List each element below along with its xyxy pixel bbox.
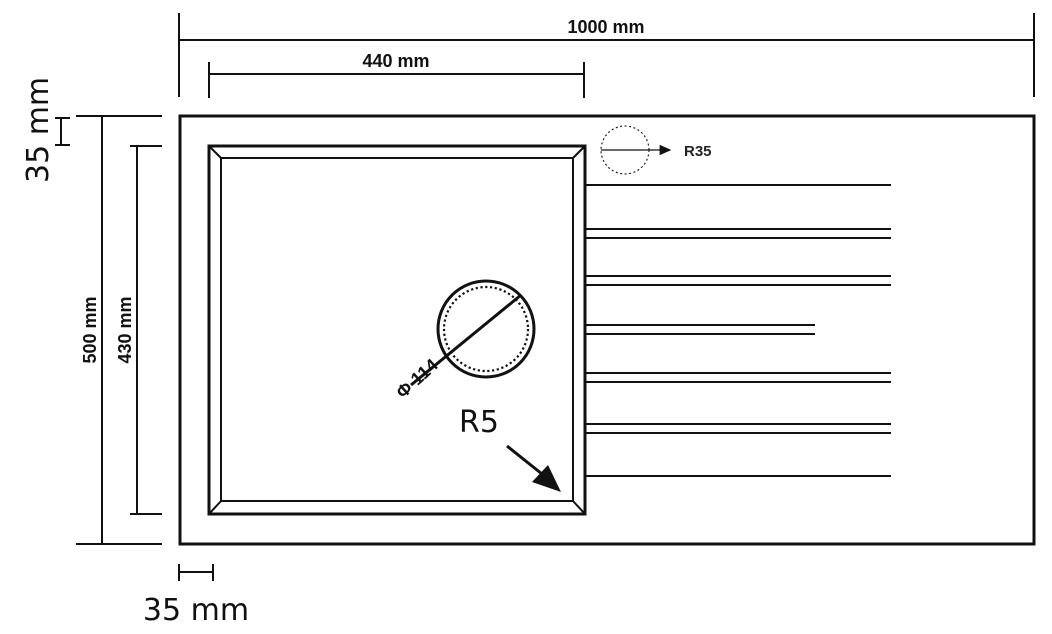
corner-radius-annotation: R5 bbox=[459, 405, 561, 492]
label-tap-radius: R35 bbox=[684, 143, 712, 160]
drainer-ribs bbox=[585, 184, 891, 477]
tap-hole: R35 bbox=[600, 125, 712, 175]
label-bowl-depth: 430 mm bbox=[115, 296, 135, 363]
label-total-width: 1000 mm bbox=[567, 17, 644, 37]
label-drain-diameter: Φ 114 bbox=[392, 355, 442, 403]
sink-bowl bbox=[207, 144, 587, 516]
label-corner-radius: R5 bbox=[459, 405, 499, 440]
dimension-bowl-depth: 430 mm bbox=[115, 145, 162, 515]
label-total-depth: 500 mm bbox=[80, 296, 100, 363]
drain: Φ 114 bbox=[392, 279, 536, 403]
arrow-icon bbox=[532, 465, 561, 492]
label-edge-top: 35 mm bbox=[21, 77, 56, 183]
dimension-bowl-width: 440 mm bbox=[208, 51, 585, 98]
dimension-edge-top: 35 mm bbox=[21, 77, 70, 183]
dimension-edge-left: 35 mm bbox=[143, 564, 249, 628]
label-edge-left: 35 mm bbox=[143, 593, 249, 628]
dimension-total-width: 1000 mm bbox=[178, 13, 1035, 97]
dimension-total-depth: 500 mm bbox=[76, 115, 162, 545]
label-bowl-width: 440 mm bbox=[362, 51, 429, 71]
sink-outline bbox=[178, 114, 1036, 546]
